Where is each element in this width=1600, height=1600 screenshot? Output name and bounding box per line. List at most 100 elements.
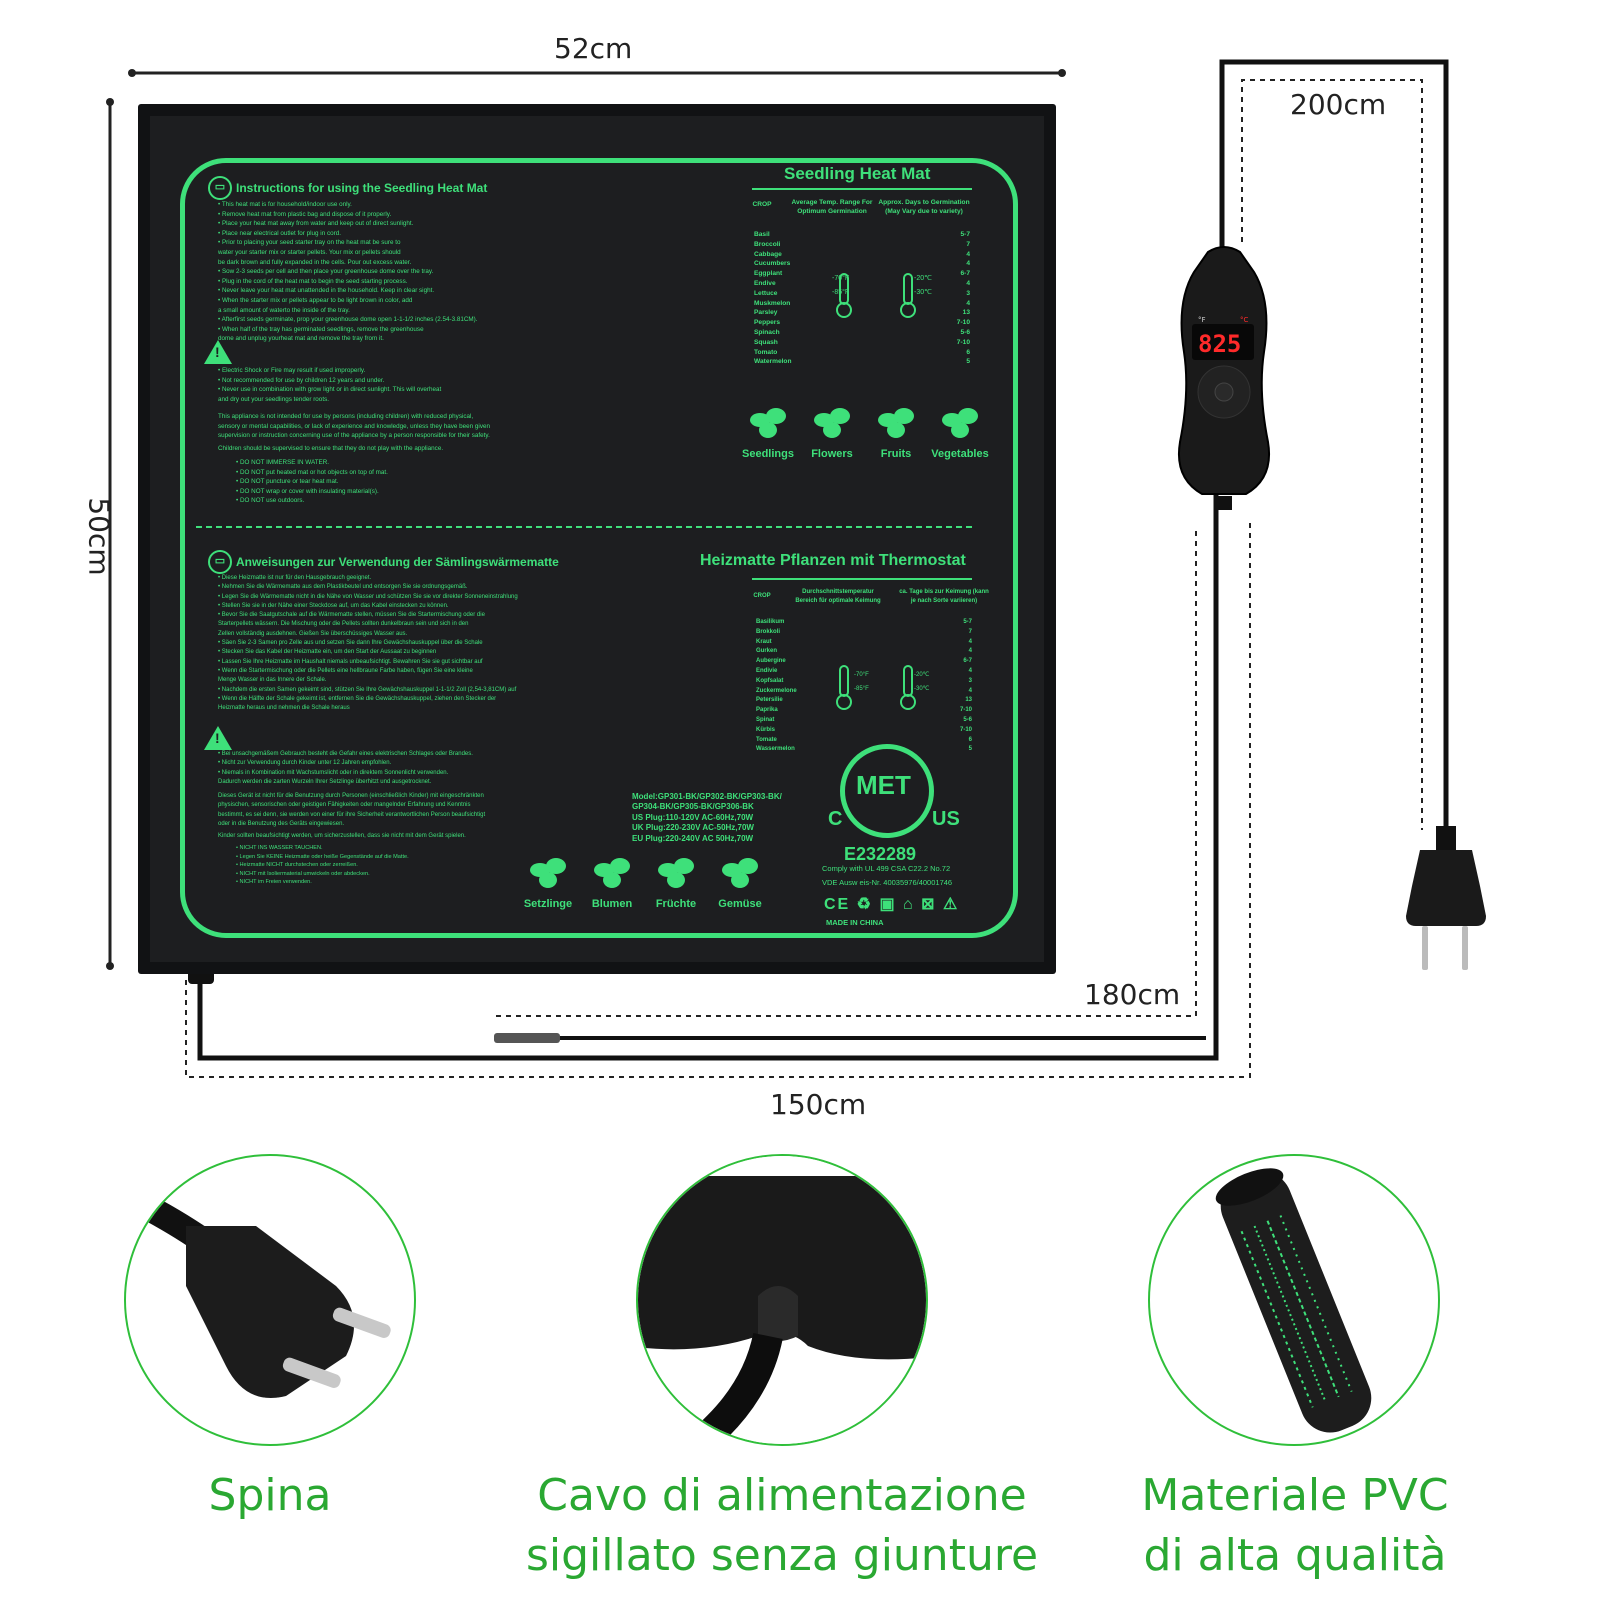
crop-name: Endivie: [756, 667, 778, 674]
germination-days: 5-6: [960, 328, 970, 336]
germination-days: 4: [966, 299, 970, 307]
germination-days: 4: [966, 260, 970, 268]
model-info-line: Model:GP301-BK/GP302-BK/GP303-BK/: [632, 792, 782, 801]
note-line: supervision or instruction concerning us…: [218, 432, 490, 440]
en-children-note: Children should be supervised to ensure …: [218, 445, 444, 452]
met-text: MET: [856, 770, 911, 800]
do-not-line: • DO NOT put heated mat or hot objects o…: [236, 468, 388, 476]
plug-caption: Spina: [208, 1470, 332, 1521]
thermometer-icons: [836, 665, 916, 710]
plant-category: Seedlings: [736, 402, 800, 460]
germination-days: 5: [966, 358, 970, 366]
en-table-crop-head: CROP: [752, 201, 772, 208]
plug-closeup: [124, 1154, 416, 1446]
met-certification-logo: [840, 744, 934, 838]
eu-plug: [1406, 826, 1486, 970]
de-warnings-list: • Bei unsachgemäßem Gebrauch besteht die…: [218, 750, 473, 787]
instruction-line: Zellen vollständig ausdehnen. Gießen Sie…: [218, 630, 408, 637]
instruction-line: Menge Wasser in das Innere der Schale.: [218, 677, 327, 684]
do-not-line: • Heizmatte NICHT durchstechen oder zerr…: [236, 862, 358, 869]
plant-label: Seedlings: [742, 448, 794, 460]
crop-name: Cabbage: [754, 250, 782, 258]
crop-name: Spinat: [756, 716, 775, 723]
material-caption-line2: di alta qualità: [1143, 1530, 1447, 1581]
crop-row: Gurken 4: [756, 647, 972, 657]
note-line: sensory or mental capabilities, or lack …: [218, 422, 490, 430]
germination-days: 4: [968, 638, 972, 645]
plant-category: Flowers: [800, 402, 864, 460]
note-line: bestimmt, es sei denn, sie werden von ei…: [218, 811, 486, 818]
crop-name: Tomate: [756, 736, 777, 743]
warning-line: • Nicht zur Verwendung durch Kinder unte…: [218, 760, 392, 767]
cable-seal-image: [638, 1156, 926, 1444]
crop-name: Kraut: [756, 638, 772, 645]
germination-days: 5-6: [963, 716, 972, 723]
height-label: 50cm: [82, 497, 116, 576]
germination-days: 5-7: [960, 231, 970, 238]
instruction-line: • Nachdem die ersten Samen gekeimt sind,…: [218, 686, 517, 693]
model-info-line: GP304-BK/GP305-BK/GP306-BK: [632, 802, 754, 812]
plant-category: Fruits: [864, 402, 928, 460]
rolled-mat-image: [1215, 1168, 1372, 1433]
warning-line: Dadurch werden die zarten Wurzeln Ihrer …: [218, 778, 432, 785]
plant-label: Gemüse: [718, 898, 762, 910]
seedling-icon: [750, 408, 786, 438]
cable-caption: Cavo di alimentazione sigillato senza gi…: [500, 1466, 1064, 1586]
controller-display: 825: [1198, 330, 1241, 358]
crop-row: Spinat 5-6: [756, 716, 972, 726]
seedling-heat-mat: [138, 104, 1056, 974]
germination-days: 6: [966, 348, 970, 356]
instruction-line: • Afterfirst seeds germinate, prop your …: [218, 316, 478, 324]
crop-name: Gurken: [756, 648, 778, 655]
instruction-line: • Wenn die Hälfte der Schale gekeimt ist…: [218, 695, 497, 702]
de-appliance-note: Dieses Gerät ist nicht für die Benutzung…: [218, 792, 485, 829]
do-not-line: • NICHT INS WASSER TAUCHEN.: [236, 845, 323, 851]
crop-name: Basil: [754, 231, 770, 238]
warning-line: • Never use in combination with grow lig…: [218, 386, 442, 394]
instruction-line: • Bevor Sie die Saatgutschale auf die Wä…: [218, 612, 485, 619]
svg-text:°C: °C: [1240, 316, 1249, 324]
germination-days: 4: [966, 250, 970, 258]
en-appliance-note: This appliance is not intended for use b…: [218, 412, 490, 441]
do-not-line: • DO NOT wrap or cover with insulating m…: [236, 487, 379, 495]
en-instructions-list: • This heat mat is for household/indoor …: [218, 200, 477, 344]
plant-label: Früchte: [655, 898, 697, 910]
plant-category: Früchte: [644, 852, 708, 910]
fruit-icon: [878, 408, 914, 438]
plug-image: [126, 1184, 391, 1398]
de-thermo-f: -70°F-85°F: [854, 672, 869, 692]
germination-days: 13: [962, 309, 970, 317]
crop-name: Brokkoli: [756, 628, 781, 635]
crop-name: Lettuce: [754, 289, 778, 297]
de-thermo-c: -20℃-30℃: [914, 672, 930, 692]
plant-label: Fruits: [880, 448, 912, 460]
instruction-line: • This heat mat is for household/indoor …: [218, 201, 352, 208]
plant-label: Setzlinge: [523, 898, 573, 910]
crop-name: Watermelon: [754, 358, 792, 366]
pvc-material-closeup: [1148, 1154, 1440, 1446]
note-line: This appliance is not intended for use b…: [218, 413, 474, 420]
vegetable-icon: [942, 408, 978, 438]
germination-days: 5: [968, 746, 972, 753]
warning-line: • Bei unsachgemäßem Gebrauch besteht die…: [218, 751, 473, 757]
book-icon: ▭: [208, 176, 232, 200]
instruction-line: • Stellen Sie sie in der Nähe einer Stec…: [218, 602, 449, 609]
germination-days: 5-7: [963, 619, 972, 625]
germination-days: 4: [968, 648, 972, 655]
instruction-line: • Place near electrical outlet for plug …: [218, 229, 341, 237]
crop-name: Broccoli: [754, 240, 781, 248]
crop-name: Cucumbers: [754, 260, 791, 268]
crop-row: Basil 5-7: [754, 230, 970, 240]
crop-name: Basilikum: [756, 619, 785, 625]
en-table-days-head: Approx. Days to Germination (May Vary du…: [878, 199, 970, 215]
plant-category: Gemüse: [708, 852, 772, 910]
plant-label: Flowers: [811, 448, 853, 460]
